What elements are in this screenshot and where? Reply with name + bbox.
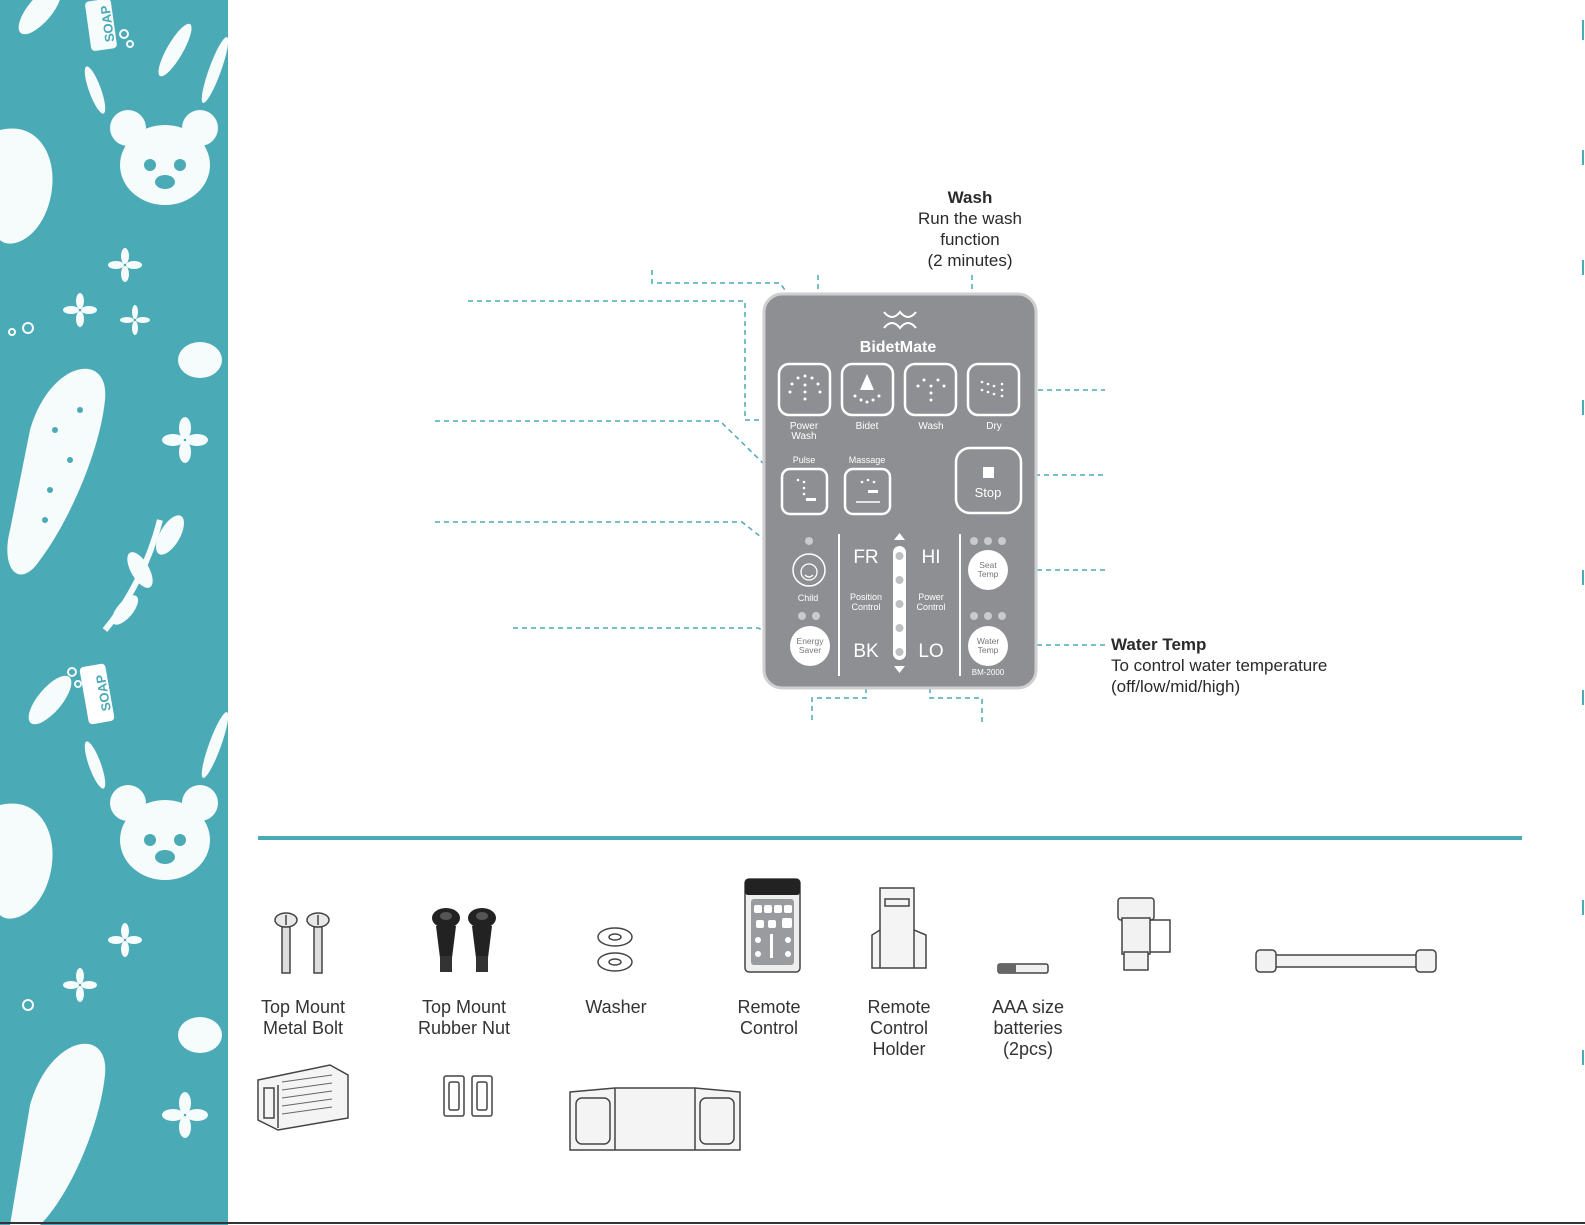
- pulse-label: Pulse: [793, 455, 816, 465]
- soap-text: SOAP: [97, 4, 117, 43]
- part-label-line: batteries: [993, 1018, 1063, 1038]
- wash-callout-line: Run the wash: [918, 209, 1022, 228]
- power-wash-label-2: Wash: [791, 431, 816, 442]
- wash-icon: [916, 378, 946, 402]
- dry-button[interactable]: [966, 362, 1021, 417]
- dry-label: Dry: [986, 421, 1002, 432]
- massage-button[interactable]: [843, 467, 892, 516]
- energy-saver-label-1: Energy: [797, 636, 825, 646]
- stop-icon: [983, 467, 994, 478]
- power-control-label-2: Control: [916, 602, 945, 612]
- right-edge-marks: [1582, 20, 1584, 1065]
- washer-illustration: [597, 927, 633, 972]
- position-bk-label: BK: [853, 641, 879, 662]
- bidet-icon: [853, 374, 881, 404]
- bidet-button[interactable]: [840, 362, 895, 417]
- part-label-line: Control: [739, 1018, 799, 1038]
- position-control-label-2: Control: [851, 602, 880, 612]
- up-arrow-icon: [894, 533, 905, 540]
- water-temp-button[interactable]: [968, 626, 1008, 666]
- massage-label: Massage: [849, 455, 886, 465]
- part-label-line: Control: [869, 1018, 929, 1038]
- energy-saver-button[interactable]: [790, 626, 830, 666]
- soap-text: SOAP: [93, 673, 114, 712]
- decorative-pattern: SOAP SOAP: [0, 0, 228, 1225]
- water-temp-label-2: Temp: [978, 645, 999, 655]
- t-valve-illustration: [1117, 897, 1171, 971]
- down-arrow-icon: [894, 666, 905, 673]
- water-temp-callout-line: To control water temperature: [1111, 656, 1328, 675]
- power-hi-label: HI: [922, 547, 941, 568]
- part-label-line: Rubber Nut: [417, 1018, 511, 1038]
- wash-label: Wash: [918, 421, 943, 432]
- child-button[interactable]: [792, 553, 826, 587]
- wash-button[interactable]: [903, 362, 958, 417]
- seat-temp-label-1: Seat: [979, 560, 997, 570]
- part-label-line: (2pcs): [1002, 1039, 1053, 1059]
- child-icon: [800, 563, 818, 581]
- page-bottom-border: [0, 1222, 1585, 1224]
- battery-illustration: [997, 963, 1049, 974]
- part-label-line: Remote: [867, 997, 931, 1017]
- pulse-icon: [796, 478, 816, 501]
- position-fr-label: FR: [853, 547, 878, 568]
- part-label-line: Top Mount: [260, 997, 346, 1017]
- remote-holder-illustration: [871, 887, 927, 969]
- seat-temp-button[interactable]: [968, 550, 1008, 590]
- wash-callout-line: function: [940, 230, 1000, 249]
- bidet-label: Bidet: [856, 421, 879, 432]
- part-label-line: Washer: [585, 997, 647, 1017]
- model-number: BM-2000: [972, 668, 1005, 677]
- part-label-line: Remote: [737, 997, 801, 1017]
- part-label-line: Top Mount: [421, 997, 507, 1017]
- part-label-metal-bolt: Top Mount Metal Bolt: [243, 997, 363, 1039]
- water-temp-callout-title: Water Temp: [1111, 635, 1207, 654]
- section-divider: [258, 836, 1522, 840]
- power-wash-button[interactable]: [777, 362, 832, 417]
- adhesive-pad-illustration: [443, 1075, 493, 1117]
- remote-control-illustration: [744, 878, 801, 973]
- part-label-remote-holder: Remote Control Holder: [839, 997, 959, 1060]
- position-control-label-1: Position: [850, 592, 882, 602]
- child-label: Child: [798, 593, 819, 603]
- power-control-label-1: Power: [918, 592, 944, 602]
- water-temp-callout: Water Temp To control water temperature …: [1111, 634, 1411, 697]
- stop-button[interactable]: [954, 446, 1023, 515]
- stop-label: Stop: [975, 485, 1002, 500]
- massage-icon: [856, 478, 880, 503]
- part-label-washer: Washer: [556, 997, 676, 1018]
- wash-callout-title: Wash: [947, 188, 993, 207]
- wash-callout: Wash Run the wash function (2 minutes): [905, 187, 1035, 271]
- water-temp-label-1: Water: [977, 636, 1000, 646]
- water-temp-callout-line: (off/low/mid/high): [1111, 677, 1241, 696]
- dry-icon: [980, 380, 1004, 398]
- part-label-line: AAA size: [991, 997, 1065, 1017]
- energy-saver-label-2: Saver: [799, 645, 821, 655]
- part-label-remote-control: Remote Control: [709, 997, 829, 1039]
- part-label-batteries: AAA size batteries (2pcs): [968, 997, 1088, 1060]
- part-label-rubber-nut: Top Mount Rubber Nut: [404, 997, 524, 1039]
- power-wash-label-1: Power: [790, 421, 819, 432]
- mounting-plate-illustration: [569, 1087, 741, 1151]
- part-label-line: Metal Bolt: [262, 1018, 344, 1038]
- power-wash-icon: [788, 374, 822, 401]
- bidetmate-logo-icon: [883, 310, 917, 330]
- part-label-line: Holder: [872, 1039, 926, 1059]
- pulse-button[interactable]: [780, 467, 829, 516]
- seat-temp-label-2: Temp: [978, 569, 999, 579]
- metal-bolt-illustration: [274, 912, 330, 974]
- rubber-nut-illustration: [432, 908, 496, 972]
- power-lo-label: LO: [918, 641, 943, 662]
- wash-callout-line: (2 minutes): [927, 251, 1013, 270]
- hose-illustration: [1255, 949, 1437, 973]
- brand-name: BidetMate: [860, 339, 937, 356]
- mounting-bracket-illustration: [257, 1064, 349, 1131]
